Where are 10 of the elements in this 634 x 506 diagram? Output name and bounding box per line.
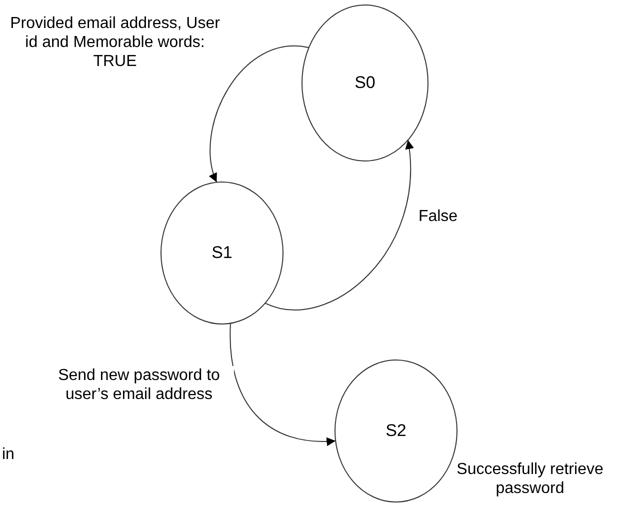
transition-arrow [230, 322, 336, 446]
state-circle [160, 182, 284, 324]
state-circle [334, 360, 458, 502]
state-name: S0 [354, 73, 376, 93]
state-note: Successfully retrieve password [456, 460, 604, 498]
state-name: S1 [212, 243, 232, 263]
state-name: S2 [386, 421, 406, 441]
state-circle [302, 4, 428, 162]
transition-arrow [210, 45, 310, 183]
transition-arrow [264, 140, 414, 310]
